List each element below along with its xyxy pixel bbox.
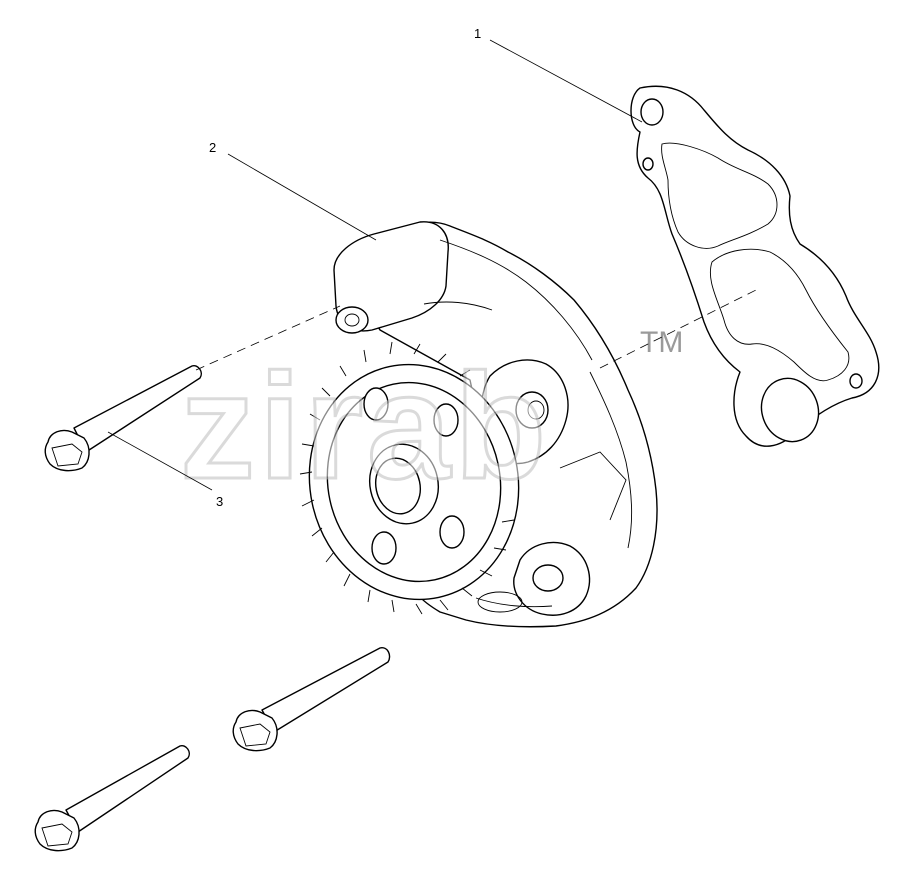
watermark-logo: zirab TM: [179, 326, 684, 512]
watermark-text: zirab: [180, 342, 550, 510]
alignment-line: [195, 305, 341, 371]
callout-2: 2: [209, 140, 216, 155]
flange-bolt-icon[interactable]: [44, 365, 202, 472]
leader-line-2: [227, 153, 377, 241]
gasket-icon[interactable]: [630, 85, 880, 449]
watermark-trademark: TM: [640, 326, 683, 359]
callout-1: 1: [474, 26, 481, 41]
oil-pump-icon[interactable]: [288, 221, 658, 628]
leader-line-1: [489, 39, 643, 123]
flange-bolt-icon[interactable]: [34, 745, 190, 852]
leader-line-3: [107, 431, 213, 491]
flange-bolt-icon[interactable]: [232, 647, 391, 752]
callout-3: 3: [216, 494, 223, 509]
